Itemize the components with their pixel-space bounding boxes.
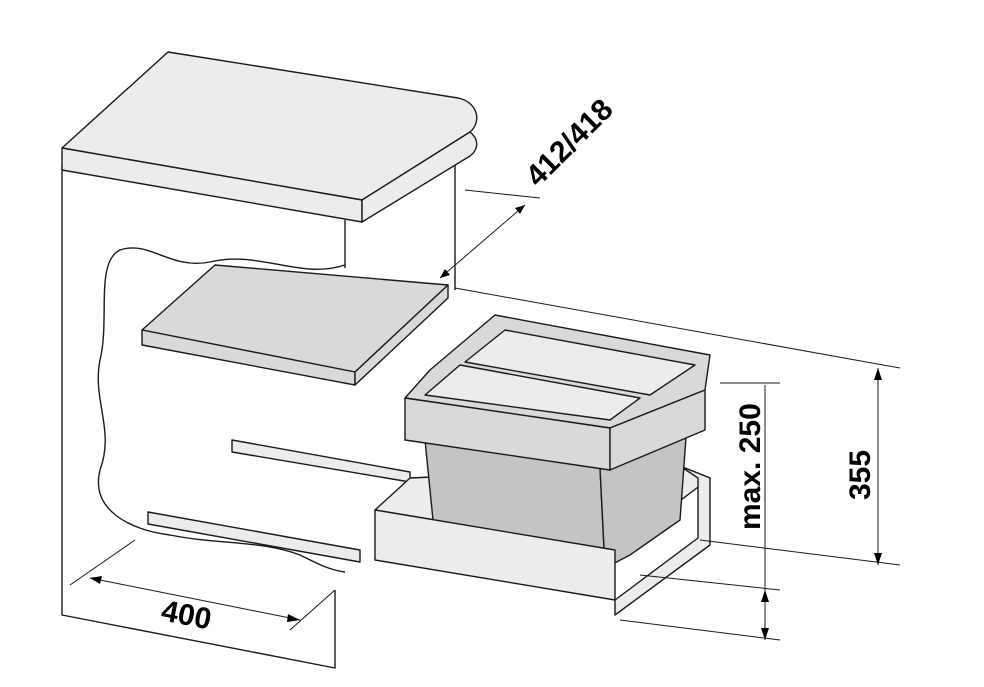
cutaway-line: [97, 247, 346, 573]
bin-height-label: max. 250: [734, 403, 767, 530]
shelf: [141, 264, 449, 386]
bin-back-opening: [464, 329, 696, 396]
cabinet-side-outline: [61, 165, 336, 669]
shelf-side: [354, 284, 449, 386]
height-label: 355: [844, 450, 877, 500]
height-dimension-line: [699, 368, 901, 566]
drawer-front-panel: [374, 509, 616, 601]
shelf-top: [141, 264, 449, 373]
drawer-frame-side: [614, 465, 711, 616]
cabinet: [61, 51, 478, 669]
arrowheads: [90, 205, 882, 640]
lower-rail: [147, 511, 361, 563]
drawer-front: [374, 509, 616, 601]
rails: [147, 439, 411, 563]
bin-rim-side: [609, 389, 706, 471]
depth-label: 412/418: [520, 93, 620, 193]
upper-rail: [231, 439, 411, 483]
bin-front-opening: [424, 364, 641, 421]
dimension-lines: [69, 189, 901, 641]
width-dimension-line: [69, 539, 336, 631]
worktop-side: [361, 131, 478, 223]
bin-height-dimension-line: [619, 382, 781, 641]
depth-dimension-line: [439, 189, 901, 369]
